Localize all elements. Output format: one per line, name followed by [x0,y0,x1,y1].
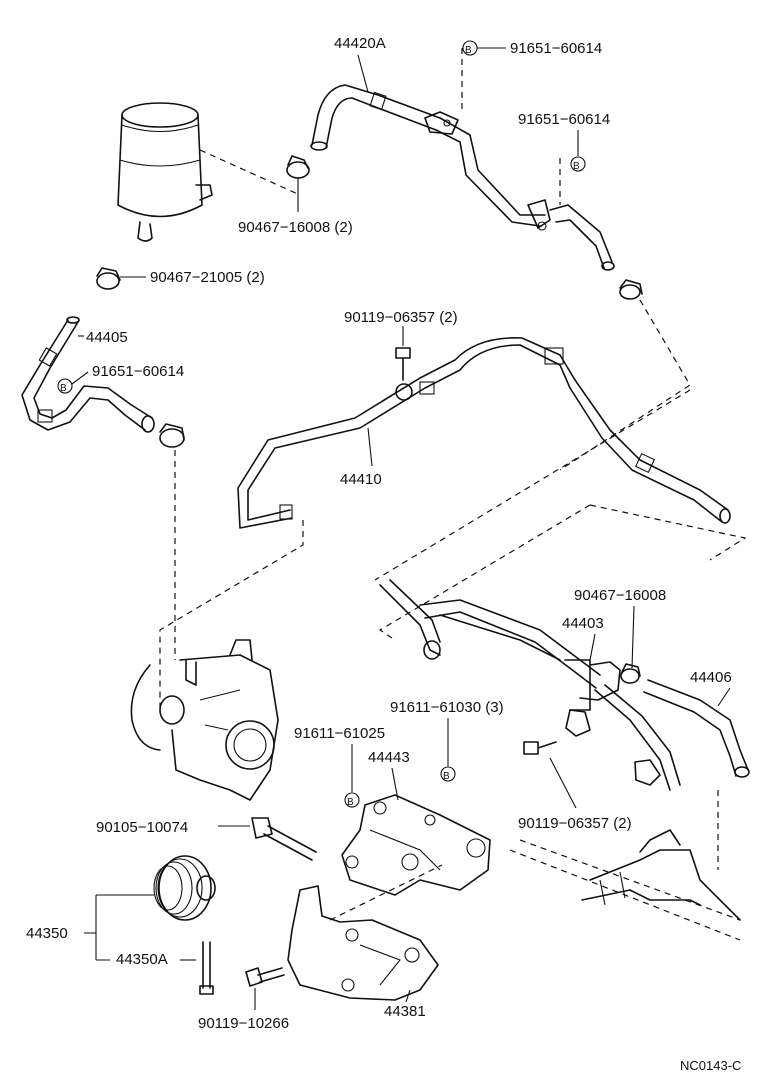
bolt-90119-10266 [245,967,285,987]
callout-44350: 44350 [26,925,68,942]
leader-44350 [84,894,154,961]
hose-44406 [643,679,750,778]
leader-44420A [357,54,369,93]
reservoir-tank [117,102,213,242]
leader-44410 [367,427,373,467]
callout-44405: 44405 [86,329,128,346]
bolt-marker-4: B [440,766,456,782]
hose-44420A [310,84,441,151]
clamp-90467-16008-upper [286,155,310,179]
callout-44403: 44403 [562,615,604,632]
bracket-44381 [287,864,443,1001]
bolt-marker-1: B [462,40,478,56]
bolt-marker-5: B [344,792,360,808]
callout-90119-06357-2b: 90119−06357 (2) [518,815,632,832]
callout-91611-61025: 91611−61025 [294,725,385,742]
bolt-90119-06357-lower [523,741,557,755]
callout-44410: 44410 [340,471,382,488]
callout-44420A: 44420A [334,35,386,52]
bolt-90119-06357-upper [395,347,413,401]
callout-90467-16008: 90467−16008 [574,587,666,604]
svg-text:B: B [573,161,580,172]
callout-90467-16008-2: 90467−16008 (2) [238,219,353,236]
callout-91651-60614-c: 91651−60614 [92,363,184,380]
leader-44403 [589,633,596,661]
clamp-90467-21005 [96,267,121,290]
callout-91651-60614-a: 91651−60614 [510,40,602,57]
guide-mid-diagonal [374,389,691,581]
guide-right-box [589,504,747,561]
leader-44406 [717,687,731,707]
clamp-left-lower [159,423,185,448]
clamp-90467-16008 [620,663,641,684]
callout-91651-60614-b: 91651−60614 [518,111,610,128]
callout-91611-61030-3: 91611−61030 (3) [390,699,504,716]
svg-text:B: B [347,797,354,808]
leader-90119-06357-b [549,757,577,809]
leader-44381 [405,989,411,1003]
bolt-marker-3: B [57,378,73,394]
hose-44405 [21,316,155,433]
bolt-marker-2: B [570,156,586,172]
callout-44406: 44406 [690,669,732,686]
leader-91651-c [71,371,89,385]
bolt-44350A [199,941,214,995]
guide-mid-lower [378,504,591,639]
clamp-right-upper [619,279,643,300]
leader-44443 [391,767,399,801]
callout-90467-21005-2: 90467−21005 (2) [150,269,265,286]
tube-44403 [379,579,681,791]
svg-text:B: B [443,771,450,782]
steering-gear-rack [509,829,741,941]
bracket-44443 [341,794,491,896]
diagram-code: NC0143-C [680,1058,741,1073]
pressure-line-44410 [237,337,731,529]
callout-90105-10074: 90105−10074 [96,819,188,836]
bolt-90105-10074 [251,817,317,861]
guide-44381-up [329,864,443,921]
power-steering-pump [130,639,279,801]
pulley-44350 [153,855,216,921]
callout-44381: 44381 [384,1003,426,1020]
svg-text:B: B [465,45,472,56]
guide-pressure-to-pump [159,520,304,710]
callout-90119-10266: 90119−10266 [198,1015,289,1032]
callout-44350A: 44350A [116,951,168,968]
callout-90119-06357-2a: 90119−06357 (2) [344,309,458,326]
return-tube-upper [424,111,615,271]
callout-44443: 44443 [368,749,410,766]
leader-90467-16008 [631,605,635,669]
svg-text:B: B [60,383,67,394]
reservoir-guide-line [199,149,301,196]
